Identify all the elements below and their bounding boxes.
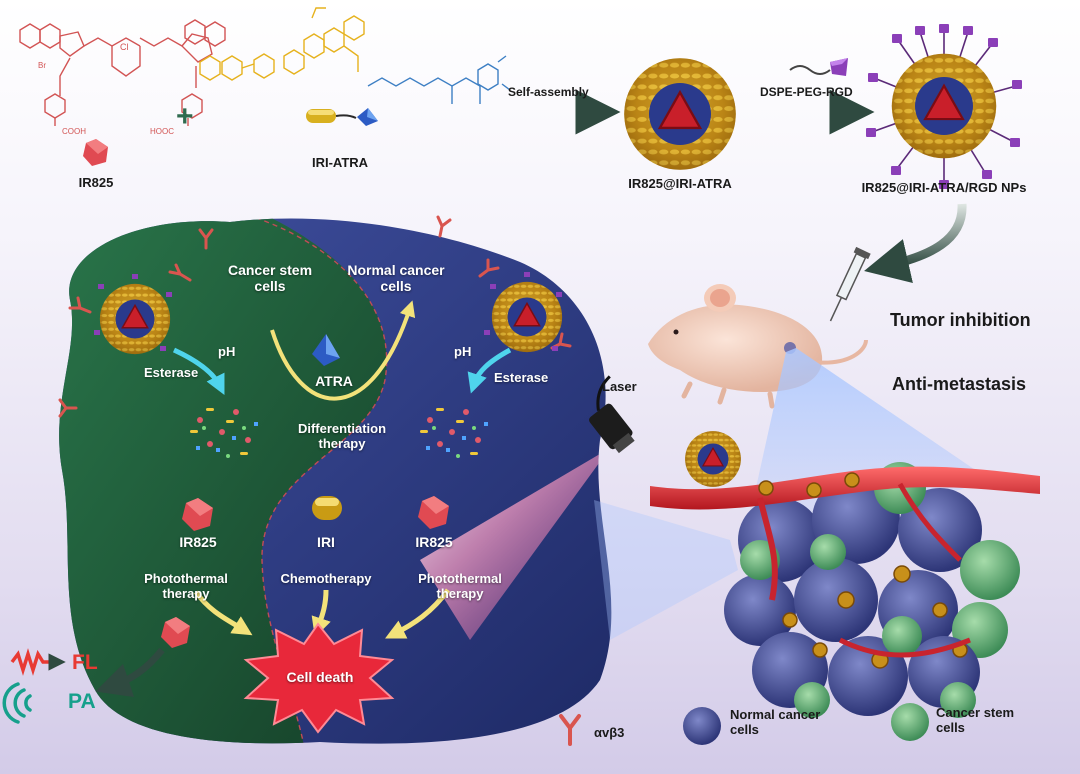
iri-label: IRI xyxy=(317,534,335,550)
atra-pyramid-icon xyxy=(312,334,340,366)
mouse-illustration xyxy=(648,284,868,409)
chem-cl-label: Cl xyxy=(120,42,129,52)
atra-label: ATRA xyxy=(315,373,353,389)
esterase-right-label: Esterase xyxy=(494,370,549,385)
tumor-inhibition-label: Tumor inhibition xyxy=(890,310,1031,330)
dspe-peg-rgd-label: DSPE-PEG-RGD xyxy=(760,85,853,99)
rgd-nanoparticle xyxy=(866,24,1022,189)
ir825-iri-atra-nanoparticle xyxy=(623,57,737,171)
photothermal-right-label: Photothermal therapy xyxy=(418,571,502,601)
plus-sign: + xyxy=(176,100,194,133)
laser-label: Laser xyxy=(602,379,637,394)
dspe-peg-rgd-icon xyxy=(789,58,848,76)
iri-structure xyxy=(199,7,365,81)
pa-wave-icon xyxy=(2,682,32,724)
blood-vessel xyxy=(650,466,1040,510)
chem-cooh-label: COOH xyxy=(62,127,86,136)
laser-device-icon xyxy=(589,375,635,454)
cancer-stem-cells-label: Cancer stem cells xyxy=(227,262,313,295)
ir825-polyhedron-icon xyxy=(83,139,108,166)
ir825-left-icon xyxy=(182,498,213,531)
chemotherapy-label: Chemotherapy xyxy=(280,571,372,586)
integrin-receptors xyxy=(58,215,572,418)
tumor-cell xyxy=(58,215,612,744)
self-assembly-label: Self-assembly xyxy=(508,85,589,99)
ir825-iri-atra-label: IR825@IRI-ATRA xyxy=(628,176,732,191)
ir825-right-icon xyxy=(418,496,449,529)
legend-normal-cells-label: Normal cancer cells xyxy=(730,707,821,737)
ir825-label: IR825 xyxy=(78,175,114,190)
photothermal-left-label: Photothermal therapy xyxy=(144,571,228,601)
released-drugs-right xyxy=(420,408,488,458)
esterase-right-arrow xyxy=(467,347,512,394)
atra-structure xyxy=(367,55,511,104)
iri-capsule-icon xyxy=(312,496,342,520)
final-np-label: IR825@IRI-ATRA/RGD NPs xyxy=(861,180,1027,195)
photothermal-left-arrow xyxy=(193,590,253,636)
differentiation-arrow xyxy=(270,300,416,401)
legend-integrin-icon xyxy=(559,714,581,746)
legend-integrin-label: αvβ3 xyxy=(594,725,625,740)
cell-death-burst xyxy=(243,622,395,734)
esterase-left-arrow xyxy=(172,347,225,395)
chem-hooc-label: HOOC xyxy=(150,127,174,136)
fl-wave-icon xyxy=(10,648,66,676)
ir825-structure xyxy=(19,19,226,126)
injection-arrow xyxy=(864,203,967,283)
ir825-right-label: IR825 xyxy=(415,534,453,550)
iri-atra-icon xyxy=(306,108,378,126)
iri-atra-label: IRI-ATRA xyxy=(311,155,369,170)
tumor-cluster xyxy=(650,430,1040,718)
ir825-imaging-icon xyxy=(161,617,190,648)
imaging-arrow xyxy=(95,647,165,698)
pa-label: PA xyxy=(68,690,96,713)
zoom-light-cone-left xyxy=(594,500,738,640)
released-drugs-left xyxy=(190,408,258,458)
legend-normal-cell-icon xyxy=(683,707,721,745)
esterase-left-label: Esterase xyxy=(144,365,199,380)
ph-right-label: pH xyxy=(454,344,472,359)
normal-cancer-cells-label: Normal cancer cells xyxy=(347,262,445,295)
ph-left-label: pH xyxy=(218,344,236,359)
photothermal-right-arrow xyxy=(385,588,451,639)
chem-br-label: Br xyxy=(38,61,46,70)
ir825-left-label: IR825 xyxy=(179,534,217,550)
differentiation-therapy-label: Differentiation therapy xyxy=(297,421,387,451)
legend-stem-cells-label: Cancer stem cells xyxy=(936,705,1015,735)
syringe-icon xyxy=(829,246,871,322)
anti-metastasis-label: Anti-metastasis xyxy=(892,374,1027,394)
fl-label: FL xyxy=(72,651,98,674)
legend-stem-cell-icon xyxy=(891,703,929,741)
cell-death-label: Cell death xyxy=(286,669,354,685)
